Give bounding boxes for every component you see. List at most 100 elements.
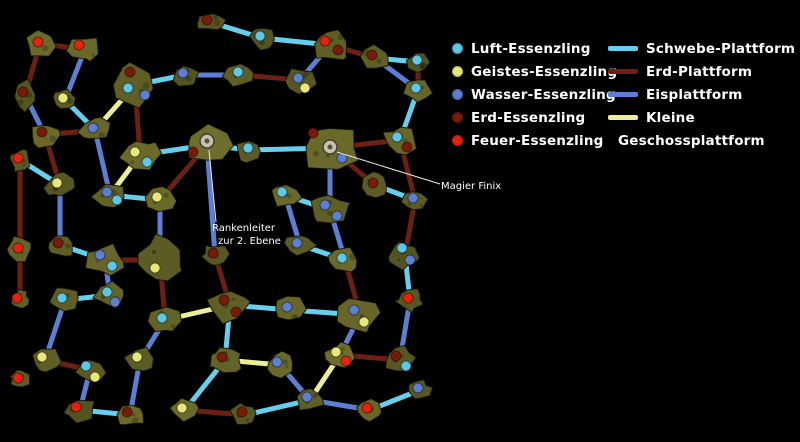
platform-texture [407,202,411,206]
essence-dot [410,82,422,94]
platform-texture [67,98,74,105]
platform-texture [142,82,150,89]
essence-dot [122,82,134,94]
platform-texture [231,297,236,302]
platform-texture [302,75,306,80]
essence-dot [336,152,348,164]
annotation-rankenleiter-line2: zur 2. Ebene [218,236,281,247]
essence-dot [218,294,230,306]
platform-texture [421,85,425,90]
platform-texture [285,365,289,369]
legend-item-wasser: Wasser-Essenzling [452,83,617,106]
essence-dot [80,360,92,372]
legend-label: Geistes-Essenzling [471,63,618,80]
legend-item-erdplattform: Erd-Plattform [608,60,795,83]
legend-label: Kleine [646,109,695,126]
essence-dot [12,242,24,254]
legend-item-schwebe: Schwebe-Plattform [608,37,795,60]
essence-dot [411,54,423,66]
essence-dot [177,67,189,79]
platform-texture [95,259,99,263]
essence-dot [207,247,219,259]
map-platform [310,194,351,224]
essence-dot [242,142,254,154]
essence-dot [73,39,85,51]
essence-dot [149,262,161,274]
platform-texture [291,314,297,320]
essence-dot [32,36,44,48]
essence-dot [391,131,403,143]
platform-texture [42,45,49,52]
feuer-essenz-dot-icon [452,135,463,146]
platform-texture [403,138,407,142]
platform-texture [245,418,250,422]
map-platform [206,290,252,325]
map-platform [313,29,348,61]
essence-dot [111,194,123,206]
essence-dot [56,292,68,304]
essence-dot [361,402,373,414]
essence-dot [292,72,304,84]
essence-dot [139,89,151,101]
essence-dot [151,191,163,203]
platform-texture [131,417,139,424]
essence-dot [400,360,412,372]
markers-layer [199,133,338,155]
platform-texture [340,346,345,352]
essence-dot [291,237,303,249]
essence-dots-layer [11,14,424,418]
legend-label: Erd-Essenzling [471,109,586,126]
map-platform [118,140,163,171]
essence-dot [106,260,118,272]
platform-texture [420,204,424,208]
platform-texture [326,153,330,158]
essence-dot [124,66,136,78]
essence-dot [307,127,319,139]
wasser-essenz-dot-icon [452,89,463,100]
legend-label: Erd-Plattform [646,63,753,80]
essence-dot [271,356,283,368]
legend-label: Wasser-Essenzling [471,86,616,103]
essence-dot [216,351,228,363]
map-platform [84,242,125,277]
essence-dot [12,372,24,384]
platform-texture [212,14,219,21]
rankenleiter-ladder-icon-center [204,138,210,144]
essence-dot [319,199,331,211]
essence-dot [36,351,48,363]
essence-dot [121,406,133,418]
essence-dot [404,254,416,266]
geistes-essenz-dot-icon [452,66,463,77]
platform-texture [349,253,357,261]
platform-texture [214,19,221,26]
essence-dot [109,296,121,308]
platform-texture [312,393,318,398]
platform-texture [17,99,24,106]
essence-dot [301,391,313,403]
essence-dot [340,355,352,367]
essence-dot [402,292,414,304]
platform-texture [328,37,334,43]
platform-texture [419,62,426,70]
essence-dot [89,371,101,383]
rankenleiter-pointer-line [208,149,217,223]
essence-dot [330,346,342,358]
essence-dot [230,306,242,318]
legend-item-eis: Eisplattform [608,83,795,106]
platform-texture [22,163,26,167]
essence-dot [336,252,348,264]
essence-dot [299,82,311,94]
essence-dot [52,237,64,249]
platform-texture [294,314,299,319]
essence-dot [232,66,244,78]
legend-item-geistes: Geistes-Essenzling [452,60,617,83]
legend-item-feuer: Feuer-Essenzling [452,129,617,152]
platform-texture [259,39,265,46]
platform-texture [110,189,118,196]
legend-item-luft: Luft-Essenzling [452,37,617,60]
legend-label: Eisplattform [646,86,743,103]
legend-essences: Luft-Essenzling Geistes-Essenzling Wasse… [452,37,617,152]
essence-dot [36,126,48,138]
